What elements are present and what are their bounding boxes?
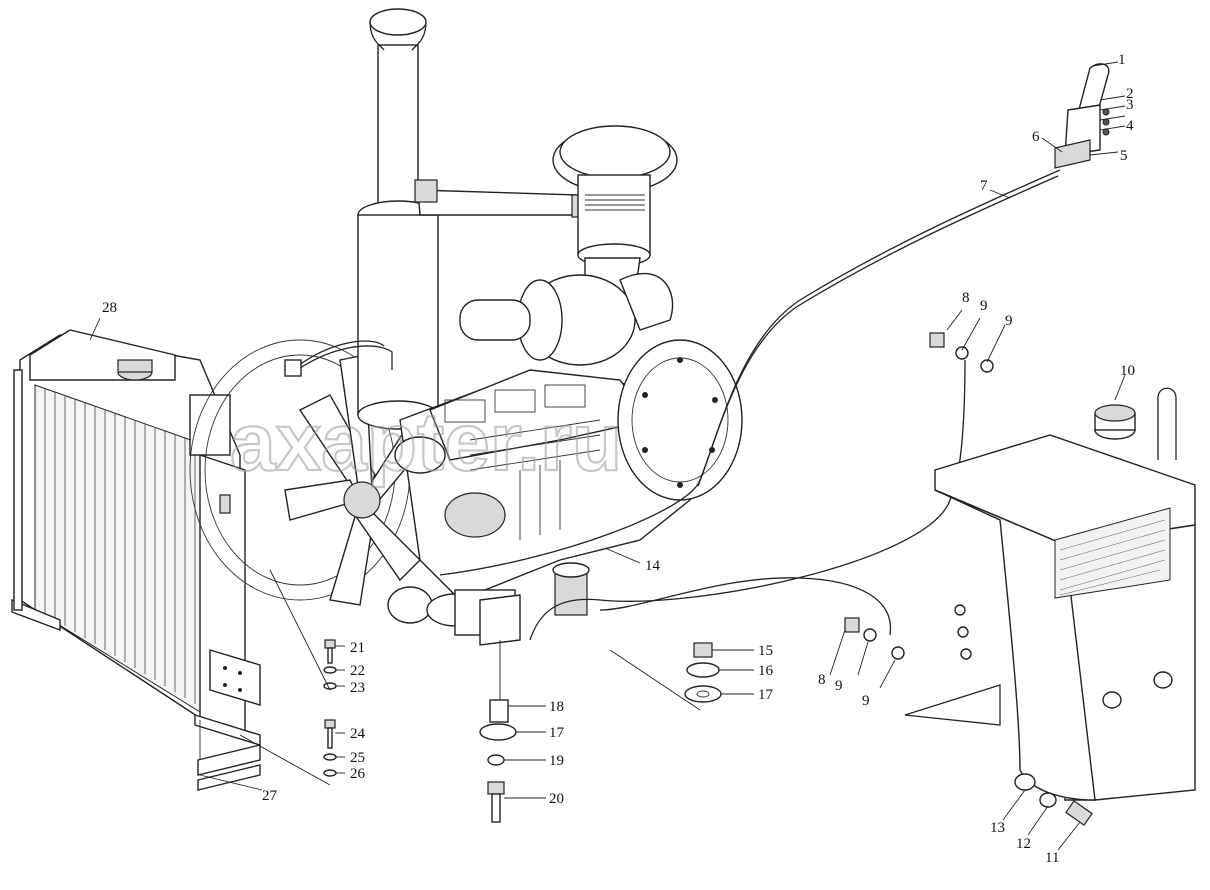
callout-8-bottom: 8	[818, 672, 826, 688]
flywheel-housing	[617, 339, 743, 501]
radiator-bracket	[197, 720, 261, 791]
radiator	[11, 329, 261, 746]
throttle-cable	[439, 169, 1061, 576]
watermark-text: axapter.ru	[230, 397, 622, 488]
callout-9-top-a: 9	[980, 298, 988, 314]
callout-5: 5	[1120, 148, 1128, 164]
callout-2: 2	[1126, 86, 1134, 102]
callout-28: 28	[102, 300, 117, 316]
fuel-filter	[552, 562, 590, 616]
callout-10: 10	[1120, 363, 1135, 379]
callout-labels: 1 2 3 4 5 6 7 8 9 9 10 8 9 9 11 12 13 14…	[102, 52, 1135, 866]
callout-14: 14	[645, 558, 661, 574]
callout-13: 13	[990, 820, 1005, 836]
leader-lines	[89, 61, 1126, 851]
callout-22: 22	[350, 663, 365, 679]
callout-4: 4	[1126, 118, 1134, 134]
callout-17-right: 17	[758, 687, 774, 703]
callout-25: 25	[350, 750, 365, 766]
exhaust-stack	[357, 8, 591, 430]
callout-24: 24	[350, 726, 366, 742]
fuel-tank	[904, 387, 1196, 801]
engine-mount-hardware	[479, 642, 722, 823]
fittings-8-9	[844, 332, 994, 660]
callout-8-top: 8	[962, 290, 970, 306]
callout-6: 6	[1032, 129, 1040, 145]
callout-16: 16	[758, 663, 774, 679]
fuel-lines	[529, 359, 966, 641]
callout-21: 21	[350, 640, 365, 656]
callout-20: 20	[549, 791, 564, 807]
callout-7: 7	[980, 178, 988, 194]
callout-12: 12	[1016, 836, 1031, 852]
callout-18: 18	[549, 699, 564, 715]
bolts-21-26	[323, 639, 337, 777]
callout-27: 27	[262, 788, 278, 804]
callout-9-bottom-b: 9	[862, 693, 870, 709]
engine-block	[387, 369, 691, 646]
callout-11: 11	[1045, 850, 1059, 866]
callout-23: 23	[350, 680, 365, 696]
cooling-fan	[284, 354, 427, 606]
air-intake-canister	[459, 273, 674, 366]
callout-26: 26	[350, 766, 366, 782]
coolant-pipes	[284, 340, 393, 377]
callout-9-top-b: 9	[1005, 313, 1013, 329]
callout-15: 15	[758, 643, 773, 659]
callout-19: 19	[549, 753, 564, 769]
callout-3: 3	[1126, 97, 1134, 113]
callout-17-center: 17	[549, 725, 565, 741]
callout-1: 1	[1118, 52, 1126, 68]
callout-9-bottom-a: 9	[835, 678, 843, 694]
throttle-pedal-assembly	[1054, 63, 1110, 169]
